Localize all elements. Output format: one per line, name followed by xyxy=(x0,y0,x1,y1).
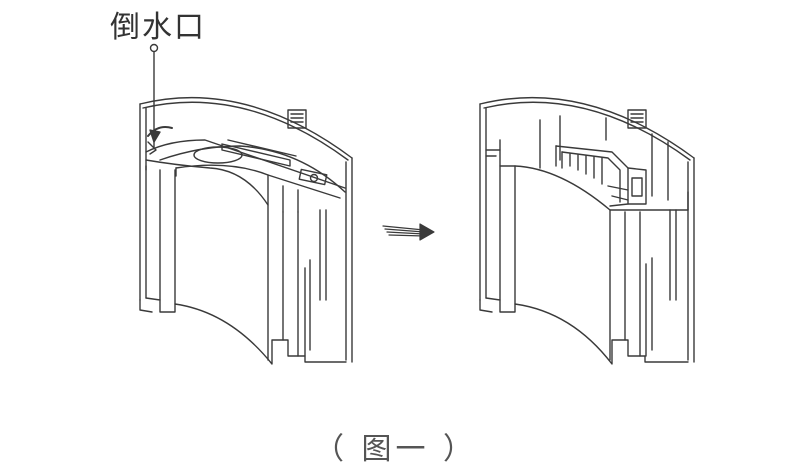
arrow-right-icon xyxy=(382,223,435,241)
cover-oval-recess xyxy=(193,146,243,164)
left-tank-with-cover xyxy=(139,43,353,365)
figure-caption: （ 图一 ） xyxy=(313,432,478,467)
drain-outlet-label: 倒水口 xyxy=(110,10,206,45)
leader-dot xyxy=(149,43,159,53)
right-tank-open xyxy=(479,96,695,365)
